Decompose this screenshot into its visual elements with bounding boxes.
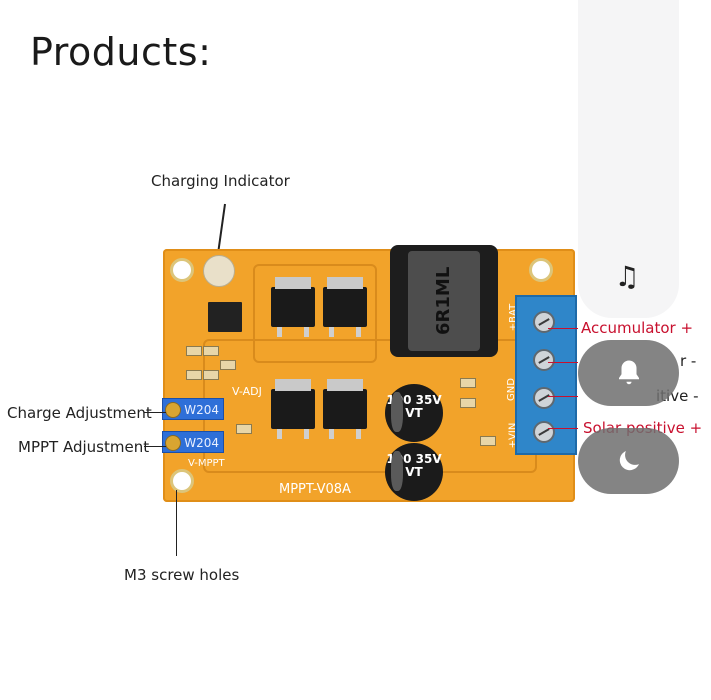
charging-indicator-led: [203, 255, 235, 287]
terminal-screw: [533, 349, 555, 371]
smd-component: [186, 370, 202, 380]
callout-line-charge: [144, 412, 166, 413]
mosfet: [271, 277, 315, 337]
terminal-screw: [533, 421, 555, 443]
smd-component: [480, 436, 496, 446]
silkscreen-vadj: V-ADJ: [232, 385, 262, 398]
terminal-screw: [533, 311, 555, 333]
smd-component: [460, 378, 476, 388]
mppt-adjustment-potentiometer: W204: [162, 431, 224, 453]
callout-line-accumulator: [548, 328, 578, 329]
silkscreen-vmppt: V-MPPT: [188, 458, 225, 469]
screw-terminal-block: [515, 295, 577, 455]
smd-component: [203, 346, 219, 356]
mounting-hole: [170, 258, 194, 282]
control-center-panel[interactable]: [578, 0, 679, 318]
pcb-trace: [253, 264, 377, 363]
electrolytic-capacitor: 100 35V VT: [385, 443, 443, 501]
callout-charging-indicator: Charging Indicator: [151, 172, 290, 190]
music-note-icon[interactable]: ♫: [614, 260, 640, 293]
page-title: Products:: [30, 30, 212, 74]
moon-icon: [619, 451, 639, 471]
smd-component: [203, 370, 219, 380]
mounting-hole: [170, 469, 194, 493]
callout-line-mppt: [144, 446, 166, 447]
callout-accumulator-plus: Accumulator +: [581, 319, 694, 337]
smd-component: [236, 424, 252, 434]
callout-line-solar-pos: [548, 428, 578, 429]
mounting-hole: [529, 258, 553, 282]
mosfet: [323, 277, 367, 337]
controller-ic: [208, 302, 242, 332]
silkscreen-model: MPPT-V08A: [279, 482, 351, 497]
callout-charge-adjustment: Charge Adjustment: [7, 404, 152, 422]
smd-component: [220, 360, 236, 370]
terminal-screw: [533, 387, 555, 409]
mosfet: [271, 379, 315, 439]
callout-line-solar-neg: [548, 396, 578, 397]
callout-line-m3: [176, 490, 177, 556]
callout-mppt-adjustment: MPPT Adjustment: [18, 438, 150, 456]
smd-component: [186, 346, 202, 356]
charge-adjustment-potentiometer: W204: [162, 398, 224, 420]
inductor-label: 6R1ML: [408, 251, 480, 351]
electrolytic-capacitor: 100 35V VT: [385, 384, 443, 442]
smd-component: [460, 398, 476, 408]
callout-battery-minus: r -: [680, 352, 697, 370]
ring-toggle-button[interactable]: [578, 340, 679, 406]
bell-icon: [618, 360, 639, 385]
mosfet: [323, 379, 367, 439]
callout-line-battery: [548, 362, 578, 363]
power-inductor: 6R1ML: [390, 245, 498, 357]
mppt-board-image: [163, 249, 575, 502]
do-not-disturb-button[interactable]: [578, 428, 679, 494]
callout-m3-screw-holes: M3 screw holes: [124, 566, 240, 584]
